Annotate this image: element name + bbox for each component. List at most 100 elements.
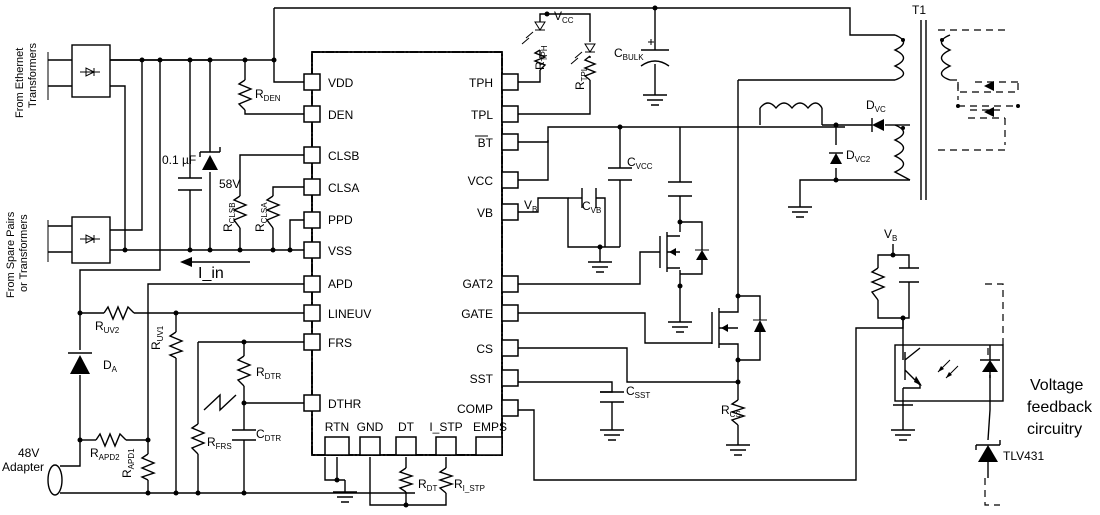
from-spare-label: From Spare Pairs — [5, 211, 17, 298]
ic-left-pin-labels: VDD DEN CLSB CLSA PPD VSS APD LINEUV FRS… — [328, 76, 371, 411]
capacitor-c-dtr — [232, 429, 256, 441]
ground-rcs — [726, 444, 750, 456]
ic-right-pin-labels: TPH TPL BT VCC VB GAT2 GATE CS SST COMP — [457, 76, 494, 416]
secondary-rectifier — [950, 79, 1020, 117]
resistor-feedback — [870, 267, 886, 301]
c-bulk-label: CBULK — [614, 46, 644, 62]
r-den-label: RDEN — [255, 87, 281, 103]
vcc-top-label: VCC — [554, 9, 574, 25]
resistor-r-dt — [397, 467, 415, 493]
ground-vb — [588, 261, 612, 273]
resistor-r-frs — [190, 423, 206, 455]
i-in-arrow — [180, 257, 250, 267]
r-clsa-label: RCLSA — [253, 202, 269, 232]
pin-vcc: VCC — [468, 174, 494, 188]
r-uv2-label: RUV2 — [95, 319, 120, 335]
pin-tpl: TPL — [471, 108, 493, 122]
pin-tph: TPH — [469, 76, 493, 90]
pin-emps: EMPS — [473, 420, 507, 434]
pin-vdd: VDD — [328, 76, 354, 90]
d-vc2-label: DVC2 — [846, 148, 871, 164]
pin-gate: GATE — [461, 307, 493, 321]
pin-gnd: GND — [357, 420, 384, 434]
input-capacitor — [178, 177, 202, 191]
capacitor-c-vb — [581, 188, 597, 208]
zener-58v-label: 58V — [219, 177, 240, 191]
adapter-connector — [47, 464, 63, 496]
r-istp-label: RI_STP — [454, 477, 485, 493]
r-dtr-label: RDTR — [256, 365, 281, 381]
d-vc-label: DVC — [866, 98, 886, 114]
ground-opto — [891, 405, 915, 441]
r-tph-label: RTPH — [533, 45, 549, 70]
cap-01uf-label: 0.1 µF — [162, 153, 196, 167]
bridge-rectifier-1 — [71, 44, 111, 98]
ground-aux — [788, 206, 812, 218]
pin-bt: BT — [478, 136, 494, 150]
pin-vb: VB — [477, 206, 493, 220]
ic-left-pins — [303, 73, 321, 412]
pin-rtn: RTN — [325, 420, 349, 434]
resistor-r-cs — [729, 399, 747, 426]
resistor-r-istp — [437, 467, 455, 494]
ground-csst — [600, 429, 624, 441]
c-vb-label: CVB — [582, 199, 601, 215]
pin-vss: VSS — [328, 244, 352, 258]
dashed-regions — [938, 29, 1019, 506]
pin-dthr: DTHR — [328, 397, 362, 411]
adapter-label-2: Adapter — [2, 460, 44, 474]
from-spare-label-2: or Transformers — [18, 214, 30, 292]
pin-ppd: PPD — [328, 213, 353, 227]
ground-cbulk — [643, 94, 667, 106]
from-ethernet-label-2: Transformers — [27, 43, 39, 108]
d-a-label: DA — [103, 358, 118, 374]
r-frs-label: RFRS — [207, 435, 232, 451]
zener-58v — [199, 147, 221, 170]
pin-clsb: CLSB — [328, 149, 359, 163]
pin-cs: CS — [476, 342, 493, 356]
tlv431-label: TLV431 — [1003, 449, 1044, 463]
led-tph — [521, 21, 546, 45]
led-tpl — [570, 43, 596, 65]
shunt-regulator-tlv431 — [975, 440, 1001, 478]
resistor-r-uv2 — [103, 305, 135, 321]
pin-sst: SST — [470, 372, 494, 386]
mosfet-q2 — [659, 232, 680, 272]
resistor-r-tpl — [583, 55, 597, 81]
ic-bottom-pins — [324, 436, 503, 456]
voltage-feedback-label-3: circuitry — [1027, 421, 1082, 438]
pin-frs: FRS — [328, 336, 352, 350]
resistor-r-tph — [533, 49, 547, 71]
pin-den: DEN — [328, 108, 353, 122]
c-dtr-label: CDTR — [256, 427, 281, 443]
diode-dvc2 — [829, 152, 843, 164]
wires — [48, 7, 991, 506]
pin-lineuv: LINEUV — [328, 307, 371, 321]
pin-apd: APD — [328, 277, 353, 291]
i-in-label: I_in — [198, 265, 224, 282]
resistor-r-clsa — [265, 195, 281, 229]
diode-da — [68, 352, 92, 374]
vb-pin-label: VB — [524, 198, 537, 214]
resistor-r-uv1 — [168, 331, 184, 359]
r-clsb-label: RCLSB — [221, 202, 237, 232]
ground-q2 — [668, 321, 692, 333]
ic-right-pins — [501, 73, 519, 417]
bridge-rectifier-2 — [71, 216, 111, 264]
capacitor-c-sst — [600, 391, 624, 403]
capacitor-c-bulk — [640, 39, 670, 67]
r-dt-label: RDT — [418, 477, 437, 493]
pin-dt: DT — [398, 420, 415, 434]
r-uv1-label: RUV1 — [149, 325, 165, 350]
resistor-r-den — [237, 79, 253, 111]
capacitor-feedback — [899, 267, 919, 283]
ground-rtn — [333, 480, 357, 503]
resistor-r-apd1 — [140, 453, 156, 481]
voltage-feedback-label-1: Voltage — [1030, 377, 1083, 394]
resistor-r-dtr — [236, 355, 252, 387]
c-sst-label: CSST — [626, 384, 650, 400]
diode-main-body — [753, 319, 767, 332]
t1-label: T1 — [912, 3, 926, 17]
pin-istp: I_STP — [429, 420, 462, 434]
